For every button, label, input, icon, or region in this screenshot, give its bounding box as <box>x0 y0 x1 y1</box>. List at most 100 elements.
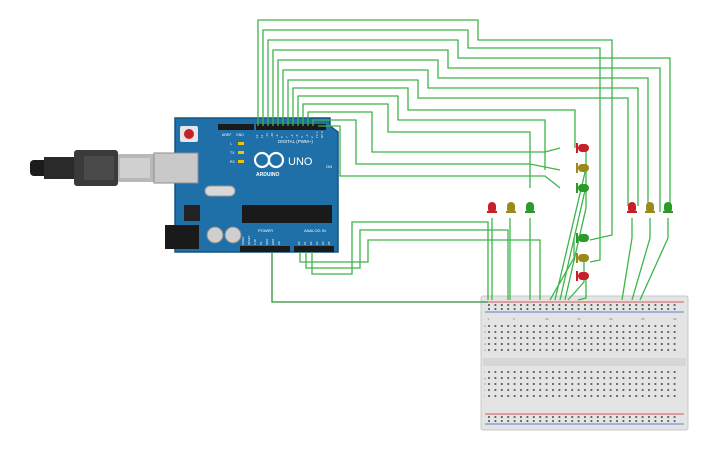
terminal-hole[interactable] <box>635 395 638 397</box>
terminal-hole[interactable] <box>488 383 490 385</box>
terminal-hole[interactable] <box>609 383 612 385</box>
terminal-hole[interactable] <box>577 337 580 339</box>
rail-hole[interactable] <box>648 420 650 422</box>
terminal-hole[interactable] <box>635 331 638 333</box>
terminal-hole[interactable] <box>654 331 657 333</box>
terminal-hole[interactable] <box>513 343 516 345</box>
rail-hole[interactable] <box>532 308 535 310</box>
wire[interactable] <box>302 103 531 188</box>
rail-hole[interactable] <box>596 416 599 418</box>
terminal-hole[interactable] <box>545 343 548 345</box>
terminal-hole[interactable] <box>539 343 542 345</box>
terminal-hole[interactable] <box>507 337 510 339</box>
rail-hole[interactable] <box>590 416 593 418</box>
terminal-hole[interactable] <box>552 325 554 327</box>
terminal-hole[interactable] <box>571 325 574 327</box>
terminal-hole[interactable] <box>654 325 657 327</box>
terminal-hole[interactable] <box>590 395 593 397</box>
terminal-hole[interactable] <box>577 349 580 351</box>
terminal-hole[interactable] <box>648 343 650 345</box>
terminal-hole[interactable] <box>660 337 663 339</box>
terminal-hole[interactable] <box>571 389 574 391</box>
terminal-hole[interactable] <box>628 325 631 327</box>
terminal-hole[interactable] <box>590 337 593 339</box>
terminal-hole[interactable] <box>667 331 670 333</box>
wire[interactable] <box>297 95 546 170</box>
rail-hole[interactable] <box>526 304 529 306</box>
terminal-hole[interactable] <box>616 383 618 385</box>
rail-hole[interactable] <box>667 304 670 306</box>
rail-hole[interactable] <box>500 308 503 310</box>
rail-hole[interactable] <box>616 304 618 306</box>
terminal-hole[interactable] <box>628 383 631 385</box>
terminal-hole[interactable] <box>532 389 535 391</box>
terminal-hole[interactable] <box>526 331 529 333</box>
terminal-hole[interactable] <box>596 395 599 397</box>
led-lead-wire[interactable] <box>639 218 669 301</box>
rail-hole[interactable] <box>609 308 612 310</box>
terminal-hole[interactable] <box>673 383 676 385</box>
rail-hole[interactable] <box>667 416 670 418</box>
rail-hole[interactable] <box>603 420 606 422</box>
terminal-hole[interactable] <box>564 349 567 351</box>
led-green[interactable] <box>663 202 673 213</box>
terminal-hole[interactable] <box>520 349 522 351</box>
rail-hole[interactable] <box>616 308 618 310</box>
terminal-hole[interactable] <box>673 325 676 327</box>
rail-hole[interactable] <box>539 416 542 418</box>
arduino-uno-board[interactable]: ARDUINO UNO DIGITAL (PWM~) POWER ANALOG … <box>153 117 339 253</box>
rail-hole[interactable] <box>673 420 676 422</box>
terminal-hole[interactable] <box>673 395 676 397</box>
terminal-hole[interactable] <box>590 371 593 373</box>
terminal-hole[interactable] <box>526 371 529 373</box>
terminal-hole[interactable] <box>507 343 510 345</box>
wire[interactable] <box>307 111 561 153</box>
terminal-hole[interactable] <box>577 395 580 397</box>
rail-hole[interactable] <box>552 308 554 310</box>
rail-hole[interactable] <box>577 420 580 422</box>
wire[interactable] <box>299 239 541 300</box>
terminal-hole[interactable] <box>616 337 618 339</box>
terminal-hole[interactable] <box>616 389 618 391</box>
rail-hole[interactable] <box>584 420 586 422</box>
led-green[interactable] <box>576 183 589 193</box>
rail-hole[interactable] <box>603 308 606 310</box>
terminal-hole[interactable] <box>507 389 510 391</box>
led-lead-wire[interactable] <box>577 278 587 301</box>
terminal-hole[interactable] <box>500 331 503 333</box>
terminal-hole[interactable] <box>494 383 497 385</box>
terminal-hole[interactable] <box>564 383 567 385</box>
terminal-hole[interactable] <box>539 337 542 339</box>
terminal-hole[interactable] <box>641 343 644 345</box>
terminal-hole[interactable] <box>526 395 529 397</box>
terminal-hole[interactable] <box>488 349 490 351</box>
rail-hole[interactable] <box>564 420 567 422</box>
rail-hole[interactable] <box>558 416 561 418</box>
rail-hole[interactable] <box>635 416 638 418</box>
terminal-hole[interactable] <box>596 377 599 379</box>
terminal-hole[interactable] <box>648 371 650 373</box>
led-red[interactable] <box>576 143 589 153</box>
terminal-hole[interactable] <box>513 377 516 379</box>
terminal-hole[interactable] <box>603 325 606 327</box>
rail-hole[interactable] <box>532 416 535 418</box>
terminal-hole[interactable] <box>628 389 631 391</box>
terminal-hole[interactable] <box>520 337 522 339</box>
terminal-hole[interactable] <box>488 331 490 333</box>
terminal-hole[interactable] <box>552 337 554 339</box>
terminal-hole[interactable] <box>526 349 529 351</box>
terminal-hole[interactable] <box>545 331 548 333</box>
rail-hole[interactable] <box>590 420 593 422</box>
terminal-hole[interactable] <box>596 331 599 333</box>
rail-hole[interactable] <box>616 416 618 418</box>
led-green[interactable] <box>576 233 589 243</box>
terminal-hole[interactable] <box>635 383 638 385</box>
terminal-hole[interactable] <box>673 371 676 373</box>
terminal-hole[interactable] <box>577 343 580 345</box>
rail-hole[interactable] <box>667 420 670 422</box>
terminal-hole[interactable] <box>577 331 580 333</box>
terminal-hole[interactable] <box>635 377 638 379</box>
terminal-hole[interactable] <box>539 331 542 333</box>
terminal-hole[interactable] <box>648 383 650 385</box>
